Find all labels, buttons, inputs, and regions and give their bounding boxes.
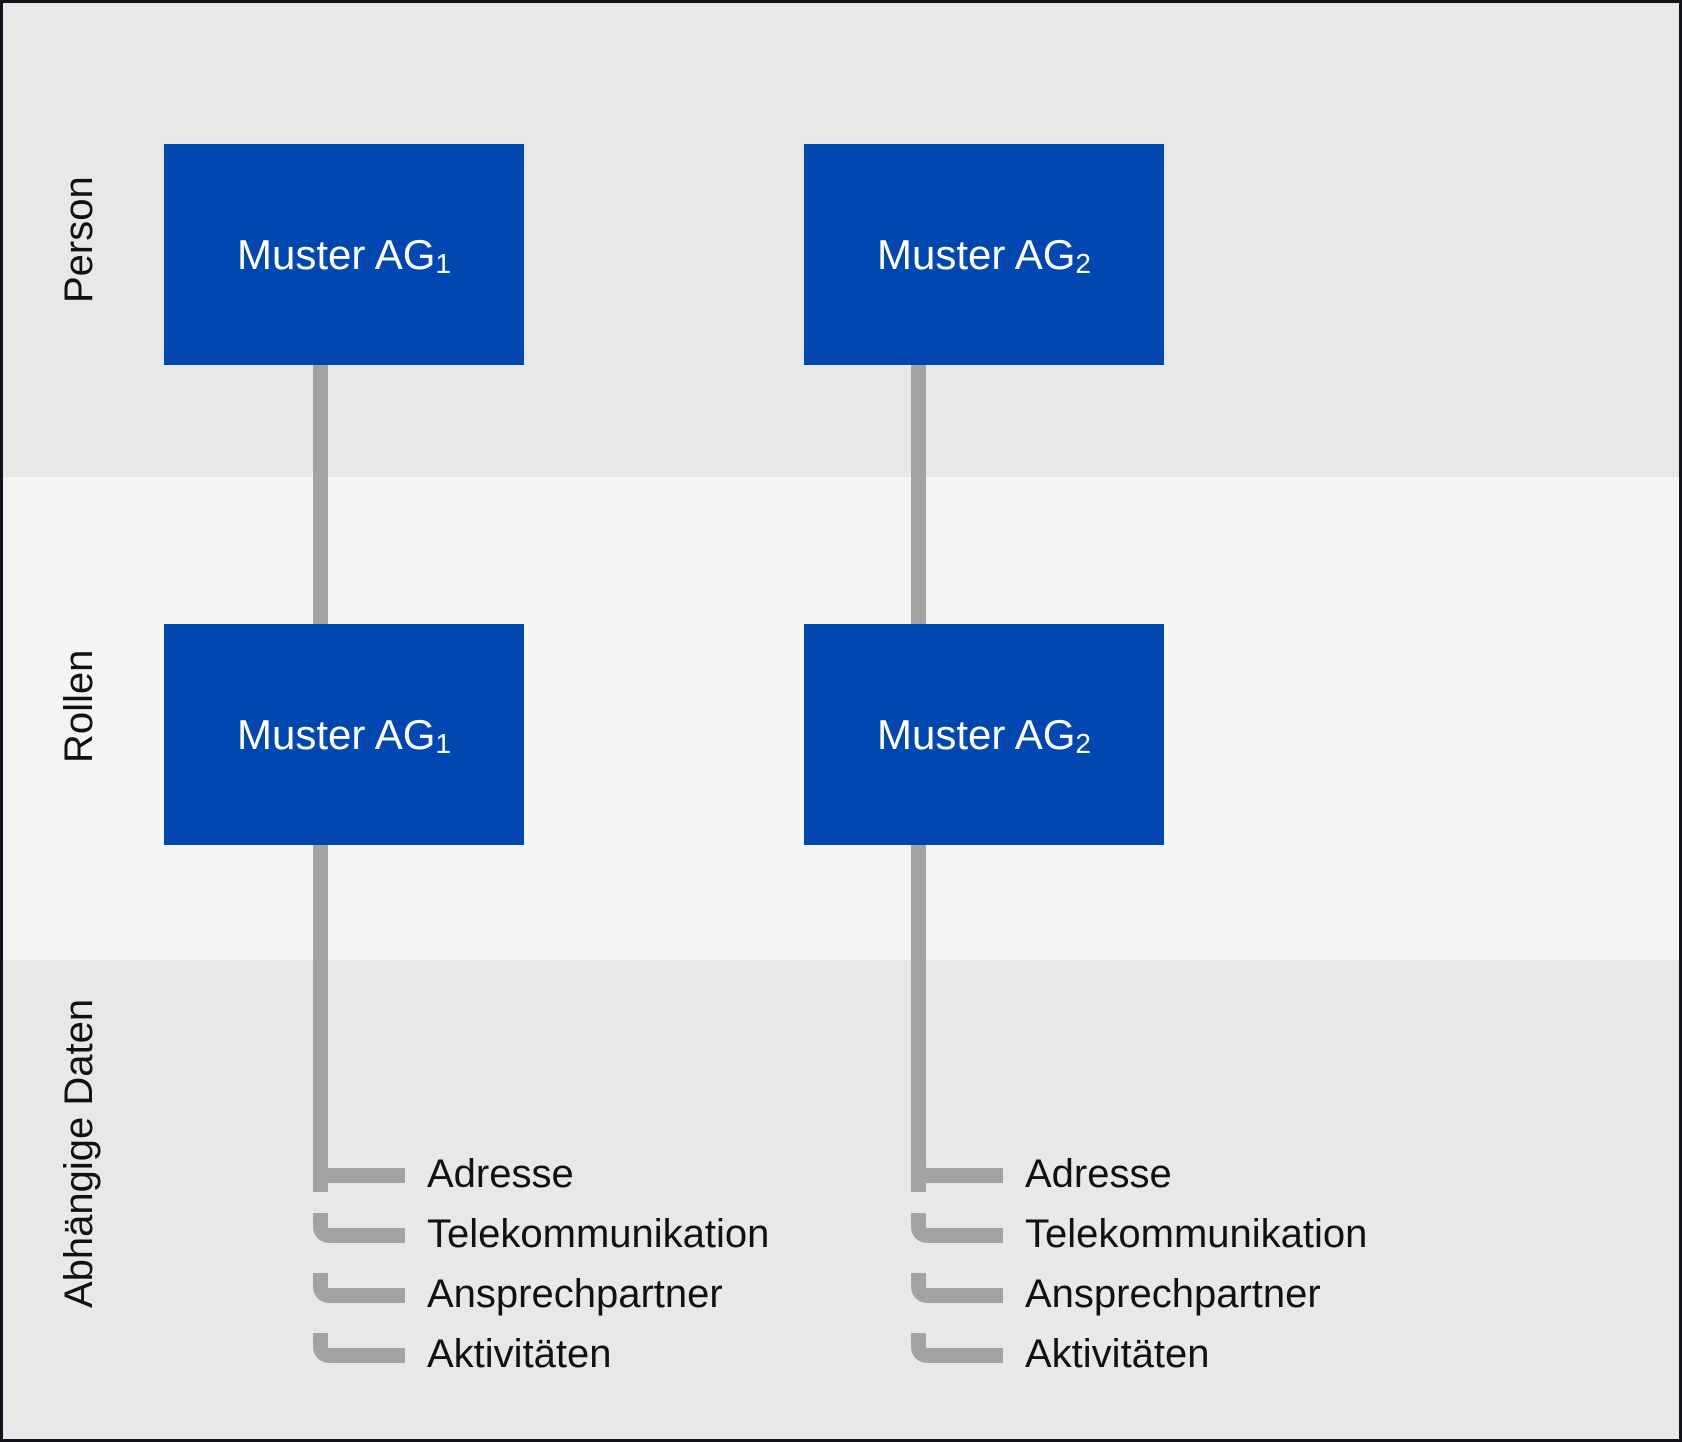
node-person-2-subscript: 2 (1075, 247, 1091, 279)
branch-stub-left-1 (343, 1168, 405, 1183)
node-rolle-1[interactable]: Muster AG1 (164, 624, 524, 845)
node-rolle-2-label: Muster AG2 (877, 710, 1091, 759)
node-person-2-label: Muster AG2 (877, 230, 1091, 279)
dependent-data-right-item-1: Adresse (1025, 1152, 1172, 1196)
branch-elbow-right-1 (911, 1153, 941, 1183)
connector-person1-to-rolle1 (313, 360, 328, 628)
dependent-data-right-item-4: Aktivitäten (1025, 1332, 1210, 1376)
node-rolle-2-subscript: 2 (1075, 727, 1091, 759)
dependent-data-right-item-2: Telekommunikation (1025, 1212, 1368, 1256)
node-rolle-1-label: Muster AG1 (237, 710, 451, 759)
node-person-1-label: Muster AG1 (237, 230, 451, 279)
node-person-2-name: Muster AG (877, 230, 1076, 278)
branch-stub-right-3 (941, 1288, 1003, 1303)
branch-elbow-left-2 (313, 1213, 343, 1243)
dependent-data-left-item-4: Aktivitäten (427, 1332, 612, 1376)
node-person-2[interactable]: Muster AG2 (804, 144, 1164, 365)
connector-person2-to-rolle2 (911, 360, 926, 628)
node-rolle-1-subscript: 1 (435, 727, 451, 759)
node-person-1-subscript: 1 (435, 247, 451, 279)
branch-stub-left-2 (343, 1228, 405, 1243)
node-person-1[interactable]: Muster AG1 (164, 144, 524, 365)
branch-stub-right-4 (941, 1348, 1003, 1363)
node-rolle-1-name: Muster AG (237, 710, 436, 758)
node-rolle-2-name: Muster AG (877, 710, 1076, 758)
node-rolle-2[interactable]: Muster AG2 (804, 624, 1164, 845)
node-person-1-name: Muster AG (237, 230, 436, 278)
lane-label-person: Person (57, 176, 101, 303)
branch-stub-left-3 (343, 1288, 405, 1303)
dependent-data-right-item-3: Ansprechpartner (1025, 1272, 1321, 1316)
branch-elbow-right-3 (911, 1273, 941, 1303)
dependent-data-left-item-2: Telekommunikation (427, 1212, 770, 1256)
branch-elbow-left-3 (313, 1273, 343, 1303)
branch-stub-right-2 (941, 1228, 1003, 1243)
lane-band-abhaengige-daten (3, 960, 1679, 1439)
branch-elbow-right-2 (911, 1213, 941, 1243)
dependent-data-left-item-1: Adresse (427, 1152, 574, 1196)
lane-label-rollen: Rollen (57, 649, 101, 763)
branch-stub-right-1 (941, 1168, 1003, 1183)
connector-trunk-left (313, 840, 328, 1192)
branch-elbow-right-4 (911, 1333, 941, 1363)
dependent-data-left-item-3: Ansprechpartner (427, 1272, 723, 1316)
branch-stub-left-4 (343, 1348, 405, 1363)
branch-elbow-left-1 (313, 1153, 343, 1183)
connector-trunk-right (911, 840, 926, 1192)
branch-elbow-left-4 (313, 1333, 343, 1363)
lane-label-abhaengige-daten: Abhängige Daten (57, 998, 101, 1308)
